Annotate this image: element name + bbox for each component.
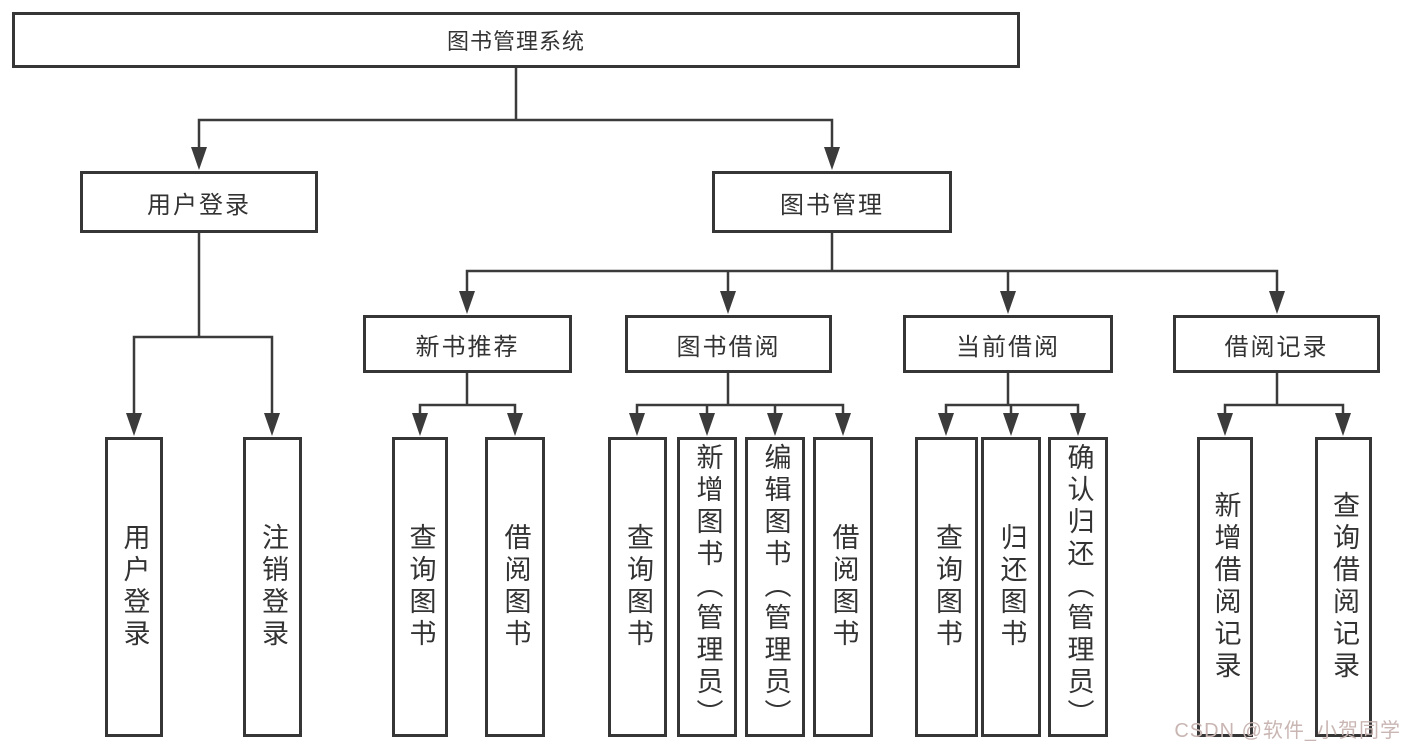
leaf-add-borrow-record: 新增借阅记录	[1197, 437, 1253, 737]
node-label: 查询图书	[623, 523, 653, 651]
node-label: 借阅图书	[500, 523, 531, 651]
connector-borrow-to-leaves	[635, 373, 845, 416]
node-new-book-recommend: 新书推荐	[363, 315, 572, 373]
connector-root-to-level2	[197, 68, 834, 150]
node-book-borrowing: 图书借阅	[625, 315, 832, 373]
arrowheads	[126, 147, 1351, 436]
node-label: 图书管理	[780, 191, 884, 219]
leaf-add-books-admin: 新增图书（管理员）	[677, 437, 737, 737]
csdn-watermark: CSDN @软件_小贺同学	[1174, 720, 1401, 742]
node-label: 注销登录	[258, 523, 288, 651]
leaf-borrow-books: 借阅图书	[813, 437, 873, 737]
connector-mgmt-to-level3	[465, 233, 1279, 295]
connector-current-to-leaves	[944, 373, 1080, 416]
node-user-login: 用户登录	[80, 171, 318, 233]
node-label: 归还图书	[996, 523, 1027, 651]
leaf-confirm-return-admin: 确认归还（管理员）	[1048, 437, 1108, 737]
node-label: 新增借阅记录	[1210, 491, 1241, 683]
connector-newbook-to-leaves	[418, 373, 517, 416]
node-library-management-system: 图书管理系统	[12, 12, 1020, 68]
node-borrowing-records: 借阅记录	[1173, 315, 1380, 373]
node-label: 新书推荐	[415, 333, 520, 361]
node-label: 图书管理系统	[446, 29, 585, 54]
node-label: 借阅图书	[828, 523, 859, 651]
leaf-user-login: 用户登录	[105, 437, 163, 737]
leaf-query-books-current: 查询图书	[915, 437, 978, 737]
node-label: 新增图书（管理员）	[692, 443, 723, 731]
node-label: 查询借阅记录	[1329, 491, 1359, 683]
node-current-borrowing: 当前借阅	[903, 315, 1113, 373]
node-label: 查询图书	[405, 523, 436, 651]
node-label: 图书借阅	[676, 333, 781, 361]
leaf-logout: 注销登录	[243, 437, 302, 737]
node-label: 确认归还（管理员）	[1063, 443, 1094, 731]
leaf-borrow-books-newbook: 借阅图书	[485, 437, 545, 737]
node-label: 查询图书	[932, 523, 962, 651]
node-book-management: 图书管理	[712, 171, 952, 233]
leaf-query-borrow-record: 查询借阅记录	[1315, 437, 1372, 737]
node-label: 用户登录	[147, 191, 251, 219]
leaf-return-books: 归还图书	[981, 437, 1041, 737]
leaf-query-books-newbook: 查询图书	[392, 437, 448, 737]
connector-login-to-leaves	[132, 233, 274, 416]
connector-records-to-leaves	[1223, 373, 1345, 416]
leaf-query-books-borrow: 查询图书	[608, 437, 667, 737]
leaf-edit-books-admin: 编辑图书（管理员）	[745, 437, 805, 737]
node-label: 当前借阅	[956, 333, 1060, 361]
node-label: 用户登录	[119, 523, 150, 651]
node-label: 编辑图书（管理员）	[760, 443, 791, 731]
node-label: 借阅记录	[1224, 333, 1329, 361]
